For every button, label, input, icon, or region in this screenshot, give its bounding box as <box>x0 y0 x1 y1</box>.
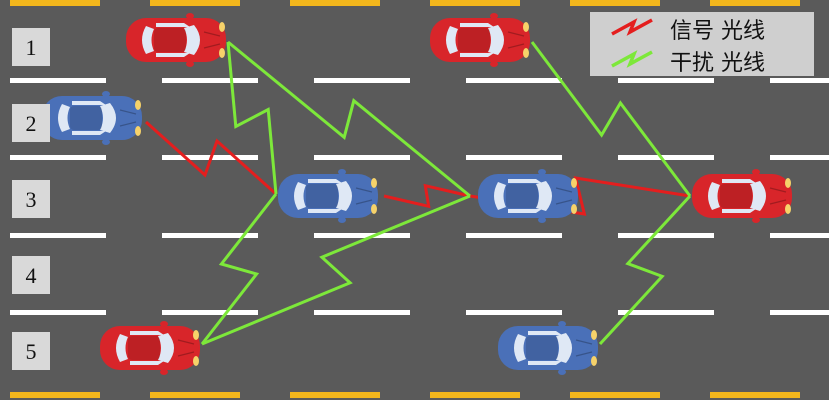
lane-dash <box>162 78 258 83</box>
lane-dash <box>10 233 106 238</box>
car-icon <box>277 168 379 224</box>
lane-markings <box>10 78 829 315</box>
lane-label-box <box>12 104 50 142</box>
car-lane1-right <box>429 12 531 68</box>
top-edge-dash <box>570 0 660 6</box>
bottom-edge-dash <box>150 392 240 398</box>
lane-label-box <box>12 256 50 294</box>
car-icon <box>125 12 227 68</box>
legend-signal: 信号 光线 <box>611 18 765 44</box>
lane-dash <box>770 310 829 315</box>
interference-link <box>530 41 692 197</box>
interference-link <box>201 194 471 346</box>
car-icon <box>691 168 793 224</box>
car-lane3-c <box>691 168 793 224</box>
lane-label-4: 4 <box>12 256 50 294</box>
top-edge-dash <box>430 0 520 6</box>
interference-bolt-icon <box>611 50 653 68</box>
lane-dash <box>618 155 714 160</box>
bottom-edge-dash <box>10 392 100 398</box>
legend-interference-label: 干扰 光线 <box>670 51 765 76</box>
lane-dash <box>10 310 106 315</box>
lane-dash <box>466 310 562 315</box>
signal-bolt-icon <box>611 18 653 36</box>
top-edge-dash <box>150 0 240 6</box>
lane-number: 4 <box>26 263 37 288</box>
bottom-edge-dash <box>430 392 520 398</box>
lane-dash <box>770 155 829 160</box>
bottom-edge-dash <box>710 392 800 398</box>
lane-dash <box>314 155 410 160</box>
lane-dash <box>618 233 714 238</box>
lane-label-2: 2 <box>12 104 50 142</box>
bottom-edge-dash <box>570 392 660 398</box>
lane-number: 5 <box>26 339 37 364</box>
car-icon <box>497 320 599 376</box>
lane-label-box <box>12 180 50 218</box>
top-edge-dash <box>290 0 380 6</box>
lane-label-5: 5 <box>12 332 50 370</box>
car-lane5-left <box>99 320 201 376</box>
bottom-edge-dash <box>290 392 380 398</box>
lane-dash <box>10 155 106 160</box>
legend-signal-label: 信号 光线 <box>670 19 765 44</box>
legend-background <box>590 12 814 76</box>
lane-dash <box>466 78 562 83</box>
legend: 信号 光线 干扰 光线 <box>590 12 814 76</box>
lane-label-box <box>12 28 50 66</box>
interference-link <box>227 40 471 198</box>
lane-dash <box>770 233 829 238</box>
lane-dash <box>162 233 258 238</box>
car-lane3-a <box>277 168 379 224</box>
lane-dash <box>466 155 562 160</box>
car-lane5-right <box>497 320 599 376</box>
top-edge-dash <box>710 0 800 6</box>
signal-link <box>383 183 471 209</box>
interference-link <box>200 193 278 345</box>
lane-dash <box>314 233 410 238</box>
lane-labels: 1 2 3 4 5 <box>12 28 50 370</box>
interference-link <box>226 41 278 195</box>
road-edge-markings <box>10 0 800 398</box>
lane-label-box <box>12 332 50 370</box>
car-lane1-left <box>125 12 227 68</box>
lane-dash <box>314 78 410 83</box>
lane-dash <box>618 78 714 83</box>
lane-dash <box>314 310 410 315</box>
signal-link <box>144 120 278 196</box>
light-links <box>144 40 692 346</box>
lane-dash <box>162 310 258 315</box>
lane-label-3: 3 <box>12 180 50 218</box>
lane-number: 3 <box>26 187 37 212</box>
lane-label-1: 1 <box>12 28 50 66</box>
lane-dash <box>618 310 714 315</box>
lane-number: 2 <box>26 111 37 136</box>
car-icon <box>99 320 201 376</box>
lane-dash <box>770 78 829 83</box>
legend-interference: 干扰 光线 <box>611 50 765 76</box>
interference-link <box>598 194 692 346</box>
car-icon <box>477 168 579 224</box>
car-icon <box>429 12 531 68</box>
lane-number: 1 <box>26 35 37 60</box>
lane-dash <box>466 233 562 238</box>
car-lane2 <box>41 90 143 146</box>
lane-dash <box>10 78 106 83</box>
car-icon <box>41 90 143 146</box>
car-lane3-b <box>477 168 579 224</box>
top-edge-dash <box>10 0 100 6</box>
